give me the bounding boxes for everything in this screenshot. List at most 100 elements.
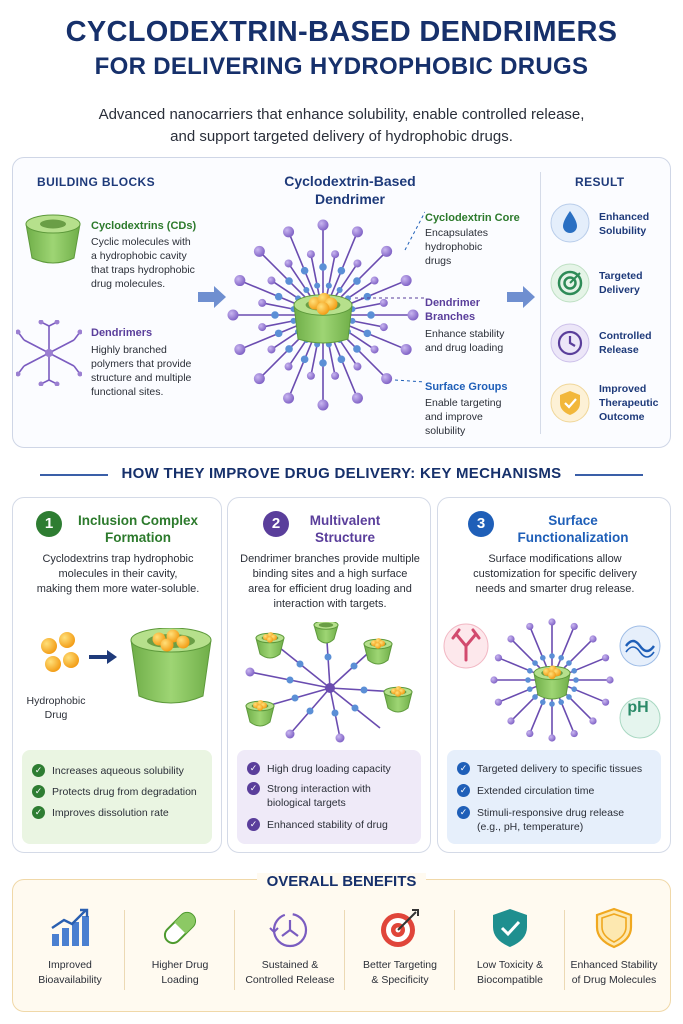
shield-icon <box>595 907 633 949</box>
surface-group <box>284 362 293 371</box>
branch-node <box>314 282 321 289</box>
page-title-line1: CYCLODEXTRIN-BASED DENDRIMERS <box>65 16 618 48</box>
branch-node <box>527 668 533 674</box>
benefits-heading: OVERALL BENEFITS <box>0 873 683 890</box>
surface-group <box>331 250 340 259</box>
capsule-icon <box>163 911 197 945</box>
branch-node <box>337 355 346 364</box>
surface-group <box>245 667 255 677</box>
dendrimer-icon <box>16 320 82 386</box>
surface-group <box>353 362 362 371</box>
benefit-separator <box>344 910 345 990</box>
surface-group <box>353 259 362 268</box>
arrow-right-icon <box>507 286 535 308</box>
cd-cup-cavity <box>318 622 334 628</box>
dendrimer-branch <box>347 279 375 299</box>
multivalent-illustration <box>245 622 413 743</box>
dendrimer-branch <box>510 696 536 722</box>
branch-node <box>296 660 304 668</box>
benefit-targeting: Better Targeting& Specificity <box>346 900 454 1000</box>
surface-group <box>407 309 419 321</box>
building-blocks-heading: BUILDING BLOCKS <box>37 175 155 189</box>
branch-node <box>274 292 283 301</box>
dendrimer-branch <box>510 638 536 664</box>
arrow-right-icon <box>198 286 226 308</box>
surface-group <box>589 635 597 643</box>
ph-bubble <box>619 697 661 739</box>
surface-group <box>234 275 246 287</box>
dendrimer-branch <box>258 348 290 380</box>
dendrimer-branch <box>271 279 299 299</box>
branch-description: Enhance stability and drug loading <box>425 328 505 354</box>
branch-node <box>290 317 297 324</box>
dendrimer-branch <box>258 250 290 282</box>
cd-description: Cyclic molecules with a hydrophobic cavi… <box>91 236 195 290</box>
branch-node <box>532 694 538 700</box>
surface-group <box>589 717 597 725</box>
cd-cup-body <box>363 643 393 665</box>
benefit-separator <box>234 910 235 990</box>
drug-molecule <box>548 671 556 680</box>
branch-node <box>324 653 332 661</box>
target-icon <box>381 909 419 947</box>
branch-node <box>367 311 375 319</box>
surface-group <box>381 373 393 385</box>
clock-icon <box>550 323 590 363</box>
target-icon <box>550 263 590 303</box>
dendrimer-branch <box>262 320 294 328</box>
surface-group <box>379 298 388 307</box>
step-number: 3 <box>468 511 494 537</box>
ph-label: pH <box>627 699 649 716</box>
branch-node <box>573 677 579 683</box>
cd-cup-body <box>293 304 353 344</box>
page-subtitle: Advanced nanocarriers that enhance solub… <box>98 106 585 145</box>
timer-icon <box>269 912 308 948</box>
surface-group <box>335 733 345 743</box>
dendrimer-branch <box>529 701 544 734</box>
branch-node <box>571 668 577 674</box>
dendrimer-branch <box>239 279 279 298</box>
cd-cup-body <box>245 705 275 727</box>
surface-group <box>490 676 498 684</box>
branch-node <box>300 355 309 364</box>
surface-group <box>306 371 315 380</box>
branch-node <box>353 345 361 353</box>
drug-molecule <box>266 636 274 643</box>
surface-group <box>234 343 246 355</box>
result-divider <box>540 172 541 434</box>
surface-group <box>400 343 412 355</box>
surface-group <box>351 226 363 238</box>
branch-node <box>532 660 538 666</box>
branch-node <box>337 266 346 275</box>
dendrimer-branch <box>347 331 375 351</box>
branch-node <box>558 655 564 661</box>
surface-group <box>570 622 578 631</box>
branch-node <box>306 707 314 715</box>
surface-group <box>351 392 363 404</box>
card-benefit-list: ✓Targeted delivery to specific tissues ✓… <box>447 750 661 844</box>
surface-group <box>285 729 295 739</box>
dendrimer-branch <box>498 657 531 672</box>
dendrimer-branch <box>310 254 318 286</box>
branch-node <box>549 653 555 659</box>
inclusion-complex-illustration <box>41 628 212 704</box>
branch-node <box>566 694 572 700</box>
wave-icon <box>625 646 655 658</box>
cd-cup-body <box>383 691 413 713</box>
surface-group <box>494 698 503 706</box>
cyclodextrin-icon <box>25 214 81 264</box>
branch-node <box>350 662 358 670</box>
branch-node <box>274 329 283 338</box>
core-description: Encapsulates hydrophobic drugs <box>425 227 489 267</box>
dendrimer-branch <box>287 359 306 399</box>
branch-node <box>325 282 332 289</box>
branch-node <box>331 709 339 717</box>
branch-node <box>571 686 577 692</box>
